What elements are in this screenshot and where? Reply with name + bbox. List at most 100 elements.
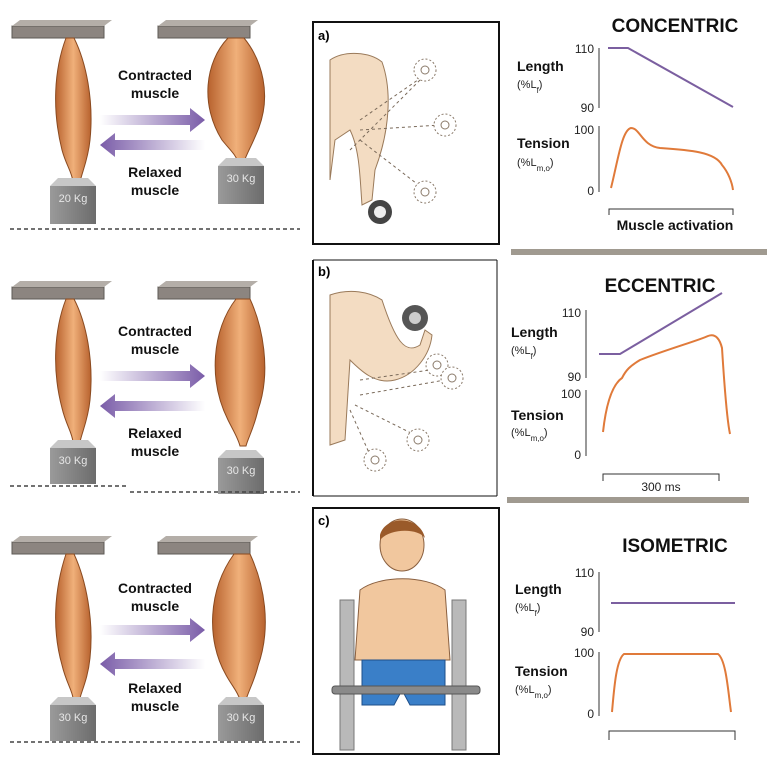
contracted-label: Contracted muscle — [118, 580, 192, 614]
weight-box: 30 Kg — [218, 697, 264, 741]
contracted-text: Contracted — [118, 323, 192, 339]
weight-box: 30 Kg — [218, 158, 264, 204]
dumbbell-ghost — [413, 180, 437, 204]
contracted-text: Contracted — [118, 67, 192, 83]
motion-lines — [349, 74, 441, 191]
relaxed-muscle — [55, 298, 92, 443]
dumbbell-ghost — [406, 428, 430, 452]
tension-axis-label: Tension — [511, 407, 564, 423]
weight-box: 30 Kg — [50, 440, 96, 484]
panel-label: b) — [318, 264, 330, 279]
tension-axis-label: Tension — [515, 663, 568, 679]
contracted-text: Contracted — [118, 580, 192, 596]
dumbbell-ghost — [363, 448, 387, 472]
weight-box: 20 Kg — [50, 178, 96, 224]
section-divider — [511, 249, 767, 255]
graph-title: ISOMETRIC — [622, 536, 728, 557]
relaxed-label: Relaxed muscle — [128, 680, 182, 714]
length-line — [608, 47, 734, 108]
tension-unit: (%Lm,o) — [517, 157, 554, 173]
weight-label: 30 Kg — [227, 173, 256, 185]
dumbbell-ghost — [413, 58, 437, 82]
relaxed-text-2: muscle — [131, 443, 179, 459]
activation-bracket — [608, 208, 734, 215]
tick-label: 90 — [568, 370, 582, 384]
tick-label: 110 — [562, 306, 581, 320]
dumbbell-ghost — [425, 353, 449, 377]
rack-post — [451, 599, 467, 751]
relaxed-text: Relaxed — [128, 680, 182, 696]
relaxed-label: Relaxed muscle — [128, 425, 182, 459]
motion-lines — [349, 369, 446, 456]
hair — [380, 520, 425, 540]
dumbbell-ghost — [433, 113, 457, 137]
tick-label: 110 — [575, 566, 594, 580]
right-arrow — [100, 108, 205, 132]
row-3-muscles: 30 Kg 30 Kg Contracted muscle Relaxed musc… — [10, 535, 300, 743]
contracted-muscle — [214, 298, 266, 447]
tension-line — [610, 126, 734, 191]
tension-unit: (%Lm,o) — [515, 684, 552, 700]
relaxed-text: Relaxed — [128, 164, 182, 180]
graph-concentric: CONCENTRIC Length (%Lf) 110 90 Tension (… — [517, 16, 739, 233]
contracted-label: Contracted muscle — [118, 323, 192, 357]
panel-label: a) — [318, 28, 330, 43]
contracted-text-2: muscle — [131, 341, 179, 357]
ceiling-bar — [157, 535, 259, 555]
tick-label: 100 — [574, 123, 594, 137]
right-arrow — [100, 364, 205, 388]
graph-eccentric: ECCENTRIC Length (%Lf) 110 90 Tension (%… — [511, 276, 731, 494]
left-arrow — [100, 133, 205, 157]
section-divider — [507, 497, 749, 503]
ceiling-bar — [157, 19, 259, 39]
contracted-text-2: muscle — [131, 85, 179, 101]
tick-label: 0 — [587, 707, 594, 721]
tick-label: 0 — [574, 448, 581, 462]
weight-box: 30 Kg — [50, 697, 96, 741]
relaxed-muscle — [55, 553, 92, 699]
contracted-muscle — [207, 37, 266, 163]
panel-label: c) — [318, 513, 330, 528]
weight-label: 30 Kg — [227, 712, 256, 724]
weight-label: 30 Kg — [59, 712, 88, 724]
graph-title: CONCENTRIC — [612, 16, 739, 37]
activation-bracket — [608, 730, 736, 740]
ceiling-bar — [157, 280, 259, 300]
tick-label: 0 — [587, 184, 594, 198]
tick-label: 90 — [581, 101, 595, 115]
weight-label: 30 Kg — [59, 455, 88, 467]
torso — [354, 578, 451, 661]
length-unit: (%Lf) — [511, 345, 536, 361]
length-unit: (%Lf) — [517, 79, 542, 95]
length-line — [599, 292, 723, 355]
relaxed-text: Relaxed — [128, 425, 182, 441]
relaxed-text-2: muscle — [131, 698, 179, 714]
arm-shape — [329, 53, 389, 206]
weight-label: 20 Kg — [59, 193, 88, 205]
dumbbell-ghost — [440, 366, 464, 390]
graph-footer: 300 ms — [641, 480, 680, 494]
left-arrow — [100, 394, 205, 418]
time-bracket — [602, 473, 720, 481]
tension-unit: (%Lm,o) — [511, 427, 548, 443]
right-arrow — [100, 618, 205, 642]
graph-title: ECCENTRIC — [605, 276, 716, 297]
ceiling-bar — [11, 19, 113, 39]
length-unit: (%Lf) — [515, 602, 540, 618]
length-axis-label: Length — [511, 324, 558, 340]
graph-isometric: ISOMETRIC Length (%Lf) 110 90 Tension (%… — [515, 536, 736, 740]
tension-line — [602, 334, 731, 435]
length-axis-label: Length — [515, 581, 562, 597]
length-axis-label: Length — [517, 58, 564, 74]
tick-label: 100 — [561, 387, 581, 401]
contracted-text-2: muscle — [131, 598, 179, 614]
graph-footer: Muscle activation — [617, 217, 734, 233]
ceiling-bar — [11, 280, 113, 300]
tension-axis-label: Tension — [517, 135, 570, 151]
tension-line — [611, 653, 732, 713]
contracted-label: Contracted muscle — [118, 67, 192, 101]
